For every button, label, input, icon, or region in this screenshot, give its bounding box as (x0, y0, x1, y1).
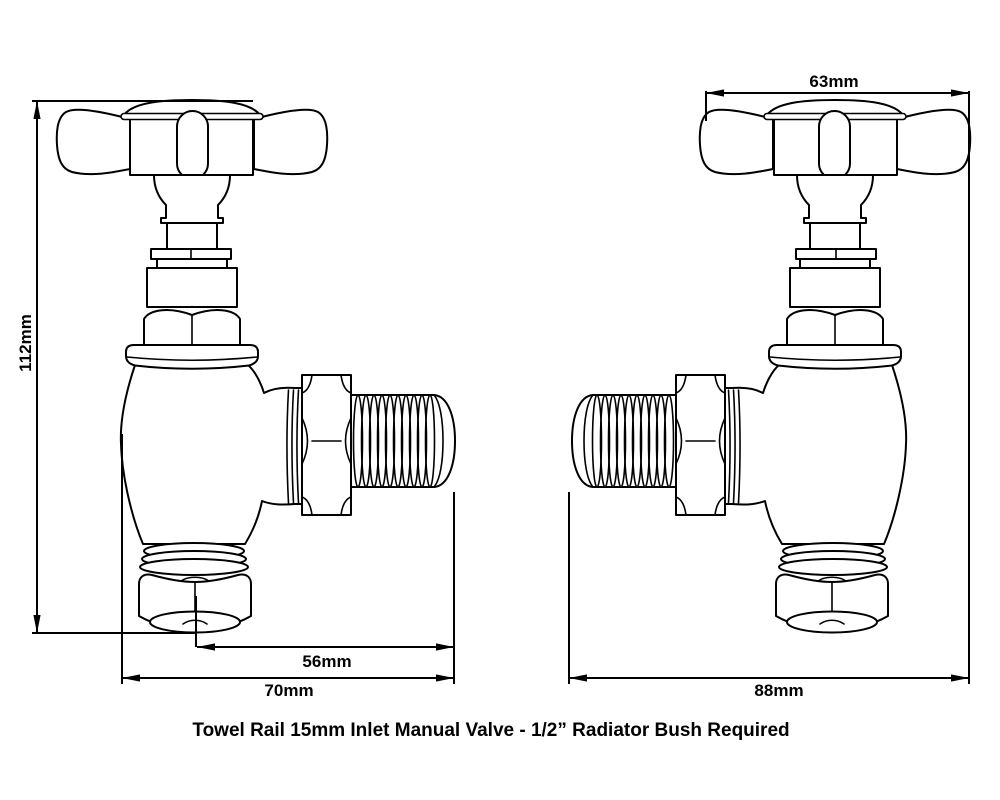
right-valve-drawing (571, 99, 972, 634)
arrowhead-right (436, 643, 454, 651)
arrowhead-down (33, 615, 41, 633)
dimension-63mm: 63mm (705, 72, 970, 684)
dimension-label-112mm: 112mm (16, 314, 35, 372)
arrowhead-left (706, 89, 724, 97)
dimension-label-70mm: 70mm (264, 681, 313, 700)
arrowhead-up (33, 101, 41, 119)
arrowhead-right (951, 89, 969, 97)
dimension-label-63mm: 63mm (809, 72, 858, 91)
arrowhead-left (122, 674, 140, 682)
arrowhead-left (569, 674, 587, 682)
arrowhead-right (436, 674, 454, 682)
dimension-88mm: 88mm (568, 492, 969, 700)
dimension-56mm: 56mm (195, 596, 454, 671)
left-valve-drawing (55, 99, 457, 634)
dimension-label-56mm: 56mm (302, 652, 351, 671)
dimension-112mm: 112mm (16, 100, 253, 634)
right-valve-group (571, 99, 972, 634)
arrowhead-left (197, 643, 215, 651)
dimension-label-88mm: 88mm (754, 681, 803, 700)
caption: Towel Rail 15mm Inlet Manual Valve - 1/2… (192, 720, 789, 741)
arrowhead-right (951, 674, 969, 682)
dimension-70mm: 70mm (121, 434, 455, 700)
